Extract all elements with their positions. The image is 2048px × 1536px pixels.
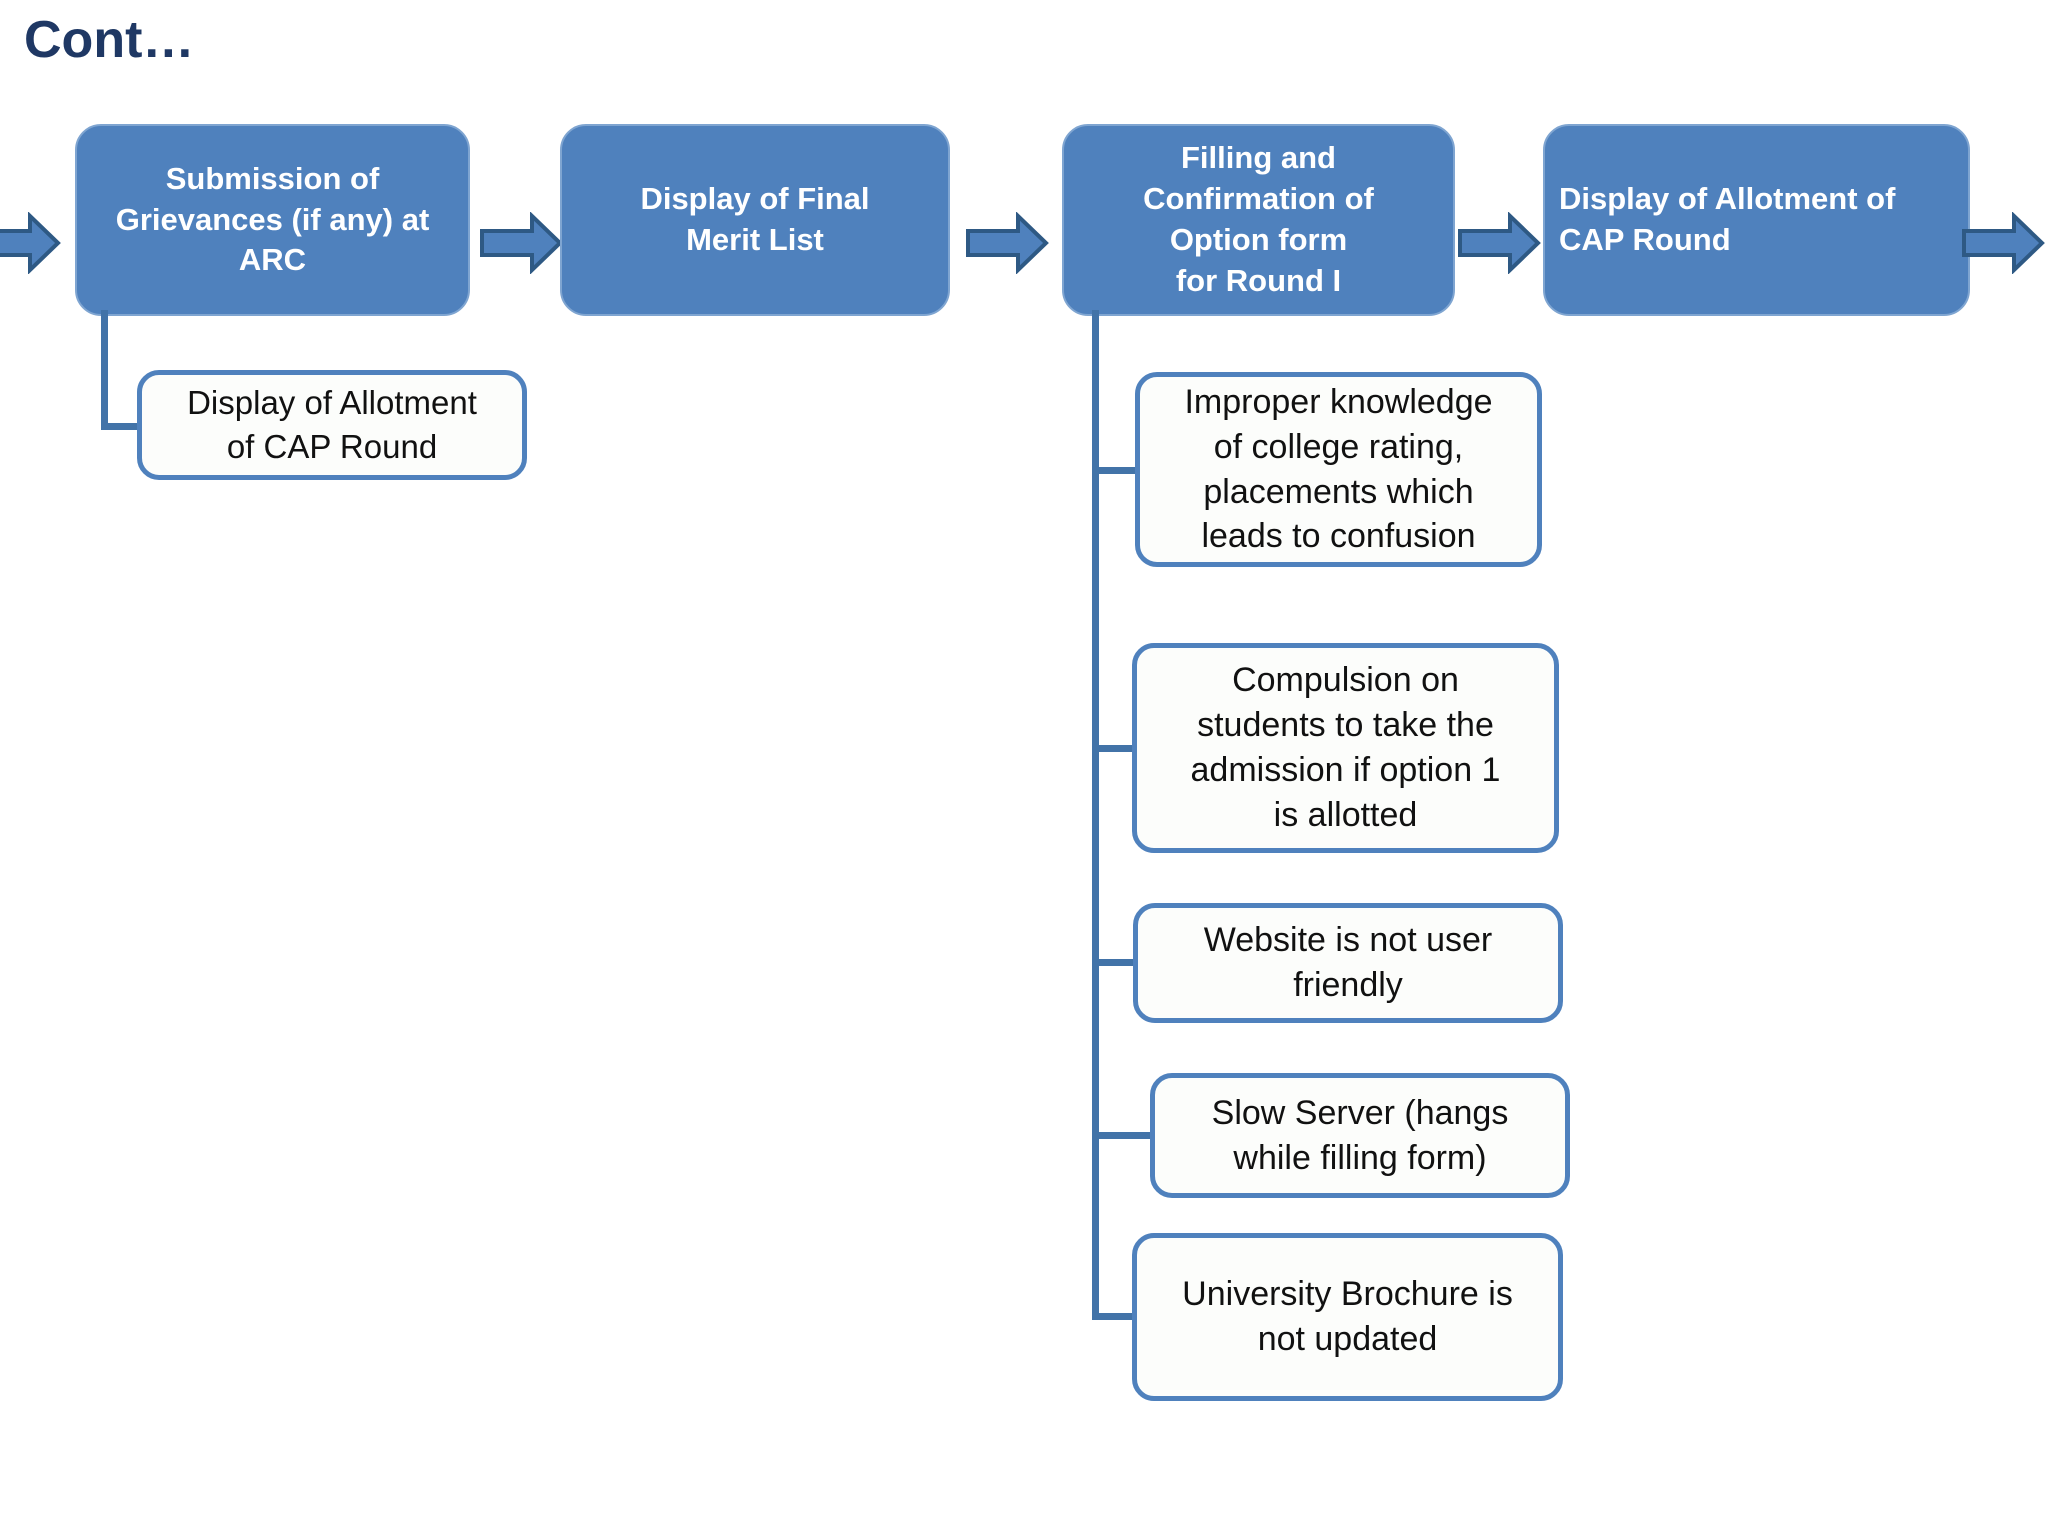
flow-arrow-step3-step4-icon [1458, 212, 1541, 274]
step1-branch-connector-stub [101, 423, 141, 430]
flow-arrow-step2-step3-icon [966, 212, 1049, 274]
step3-branch-connector-stub-1 [1092, 467, 1139, 474]
step3-branch-connector-stub-4 [1092, 1132, 1154, 1139]
flow-step-display-final-merit-list: Display of Final Merit List [560, 124, 950, 316]
incoming-flow-arrow-icon [0, 212, 61, 274]
step3-branch-connector-stub-3 [1092, 959, 1137, 966]
flow-step-filling-confirmation-option-form: Filling and Confirmation of Option form … [1062, 124, 1455, 316]
slide-title: Cont… [24, 11, 195, 69]
step3-branch-connector-stub-2 [1092, 745, 1136, 752]
issue-box-website-not-user-friendly: Website is not user friendly [1133, 903, 1563, 1023]
issue-box-slow-server: Slow Server (hangs while filling form) [1150, 1073, 1570, 1198]
step3-branch-connector-stub-5 [1092, 1313, 1136, 1320]
step1-branch-note: Display of Allotment of CAP Round [137, 370, 527, 480]
outgoing-flow-arrow-icon [1962, 212, 2045, 274]
step1-branch-connector-vertical [101, 310, 108, 430]
issue-box-improper-knowledge: Improper knowledge of college rating, pl… [1135, 372, 1542, 567]
flow-step-submission-grievances: Submission of Grievances (if any) at ARC [75, 124, 470, 316]
step3-branch-connector-vertical [1092, 310, 1099, 1320]
flow-step-display-allotment-cap-round: Display of Allotment of CAP Round [1543, 124, 1970, 316]
flow-arrow-step1-step2-icon [480, 212, 563, 274]
issue-box-compulsion-admission: Compulsion on students to take the admis… [1132, 643, 1559, 853]
issue-box-brochure-not-updated: University Brochure is not updated [1132, 1233, 1563, 1401]
